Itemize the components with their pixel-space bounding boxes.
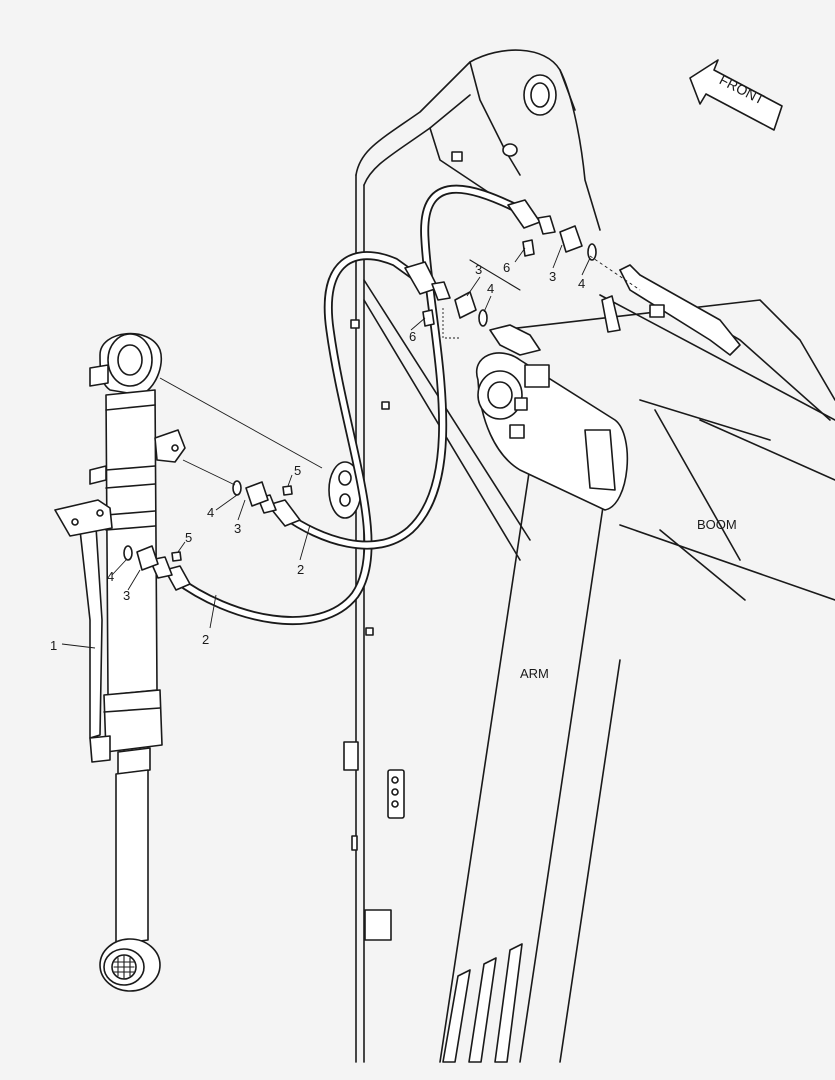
callout-4: 4 — [487, 281, 494, 296]
boom-label: BOOM — [697, 517, 737, 532]
callout-3: 3 — [234, 521, 241, 536]
fittings — [123, 225, 641, 571]
callout-6: 6 — [409, 329, 416, 344]
callouts: 1 2 2 3 3 3 3 4 4 4 4 5 5 6 6 — [50, 260, 585, 653]
leader-lines — [61, 244, 591, 649]
callout-3: 3 — [475, 262, 482, 277]
callout-5: 5 — [294, 463, 301, 478]
arm-structure — [328, 49, 621, 1063]
callout-1: 1 — [50, 638, 57, 653]
front-direction-arrow: FRONT — [689, 59, 783, 131]
callout-4: 4 — [207, 505, 214, 520]
callout-4: 4 — [578, 276, 585, 291]
callout-4: 4 — [107, 569, 114, 584]
boom-structure — [475, 264, 835, 601]
callout-5: 5 — [185, 530, 192, 545]
callout-3: 3 — [123, 588, 130, 603]
callout-6: 6 — [503, 260, 510, 275]
arm-label: ARM — [520, 666, 549, 681]
callout-2: 2 — [202, 632, 209, 647]
callout-2: 2 — [297, 562, 304, 577]
arm-cylinder — [54, 332, 186, 992]
callout-3: 3 — [549, 269, 556, 284]
